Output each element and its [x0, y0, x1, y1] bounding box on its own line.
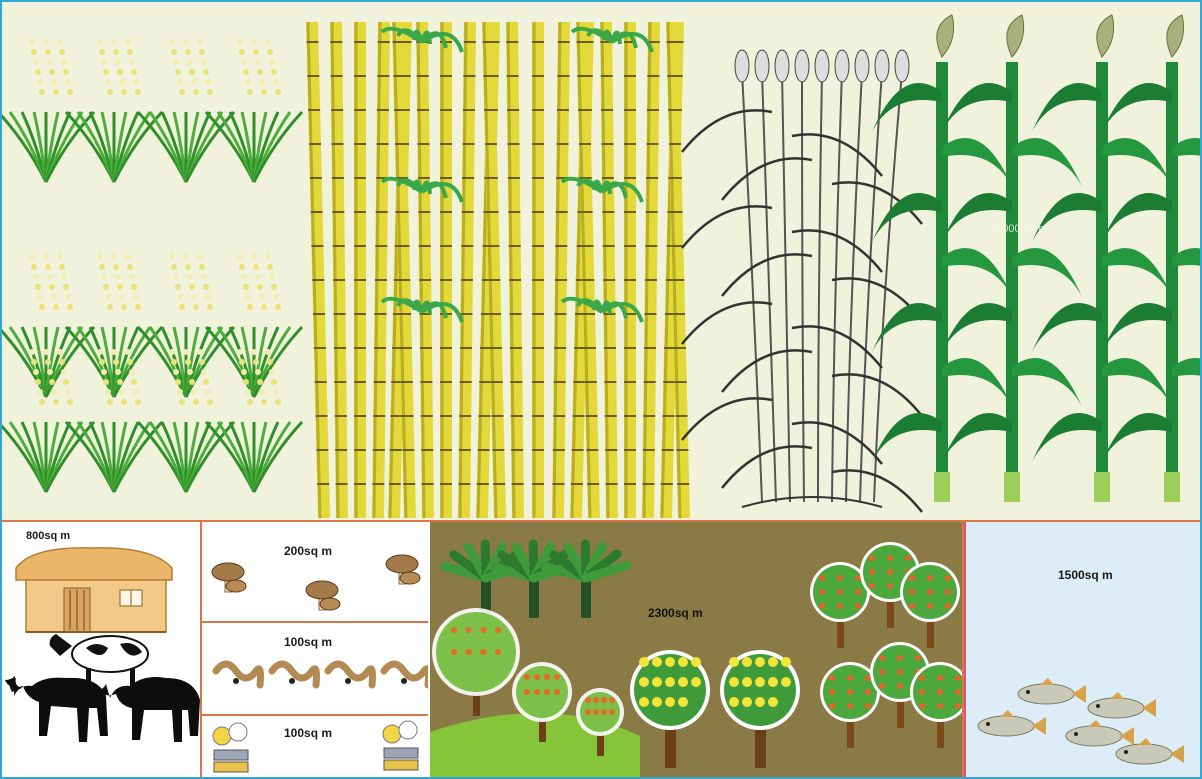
mushroom-icon [212, 555, 420, 610]
fishery-illustration [966, 522, 1200, 779]
paddy-crop-icon [2, 39, 302, 492]
earthworm-icon [216, 664, 428, 685]
cattle-shed-icon [16, 548, 172, 632]
crop-area-panel: 10000 sq m [2, 2, 1200, 520]
fishery-panel: 1500sq m [964, 522, 1200, 779]
buffalo-icon [5, 676, 200, 742]
livestock-illustration [2, 522, 200, 779]
vermicompost-illustration [202, 623, 428, 714]
vermicompost-panel: 100sq m [202, 623, 428, 716]
mushroom-panel: 200sq m [202, 522, 428, 623]
bottom-row: 800sq m [2, 520, 1200, 779]
beehive-icon [213, 721, 418, 772]
bee-unit-illustration [202, 716, 428, 779]
bee-unit-panel: 100sq m [202, 716, 428, 779]
sugarcane-icon [306, 22, 689, 518]
maize-icon [872, 15, 1200, 502]
mushroom-illustration [202, 522, 428, 621]
horticulture-illustration [430, 522, 962, 779]
banana-tree-icon [445, 544, 627, 618]
orange-tree-icon [810, 542, 962, 748]
horticulture-panel: 2300sq m [430, 522, 964, 779]
crop-area-illustration [2, 2, 1200, 520]
livestock-panel: 800sq m [2, 522, 202, 779]
crop-area-label: 10000 sq m [990, 223, 1047, 235]
lemon-tree-icon [630, 650, 800, 768]
fish-icon [978, 678, 1184, 764]
